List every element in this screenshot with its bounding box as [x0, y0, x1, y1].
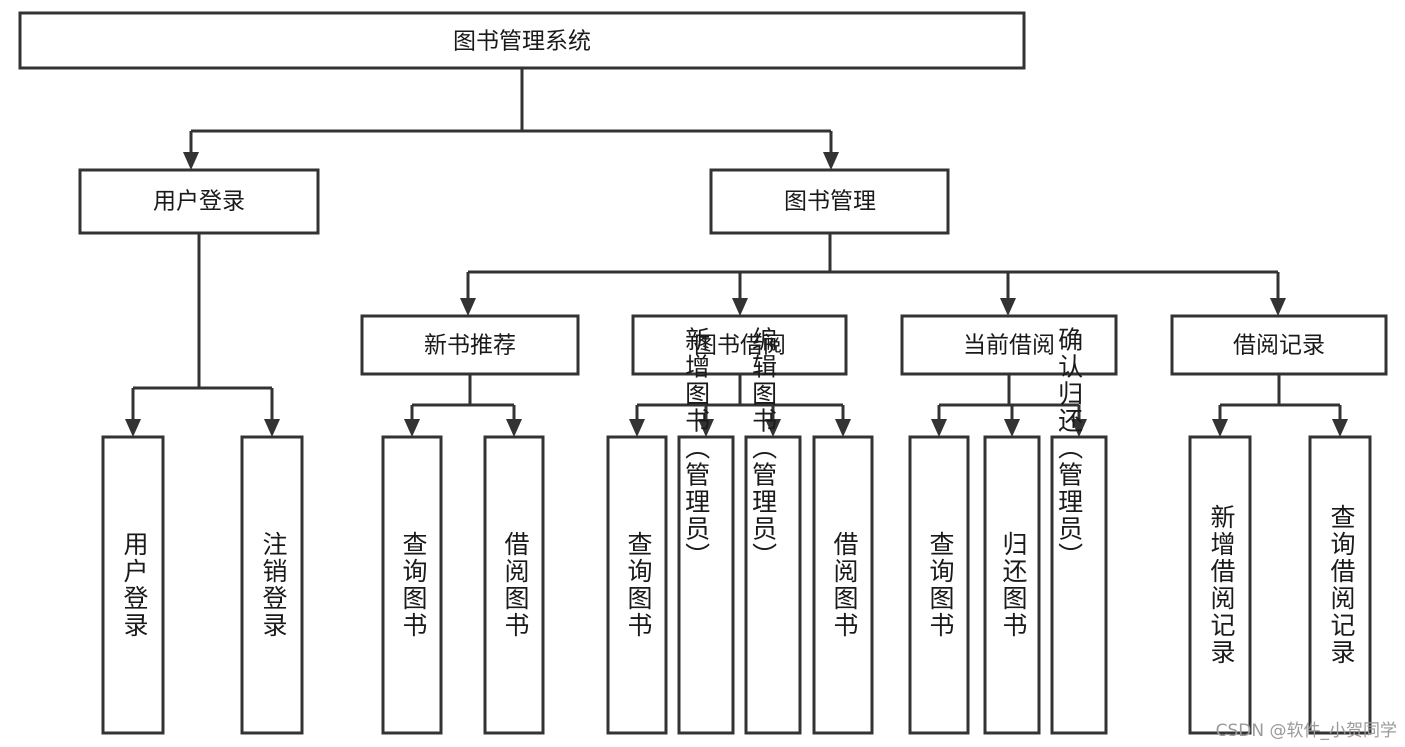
- node-book-borrow-box[interactable]: [631, 314, 848, 376]
- node-leaf-add-book-admin[interactable]: 新增图书（管理员）: [677, 327, 735, 735]
- edge-book-borrow-to-leaves: [635, 374, 845, 419]
- node-leaf-borrow-book[interactable]: 借阅图书: [812, 435, 874, 735]
- node-user-login[interactable]: 用户登录: [78, 168, 320, 235]
- node-user-login-box[interactable]: [78, 168, 320, 235]
- edge-book-manage-to-level3: [466, 233, 1280, 298]
- edge-root-to-level2: [189, 68, 833, 152]
- node-current-borrow-label: 当前借阅: [963, 333, 1055, 359]
- node-leaf-user-login-box[interactable]: [101, 435, 165, 735]
- node-leaf-edit-book-admin[interactable]: 编辑图书（管理员）: [744, 327, 802, 735]
- node-leaf-return-book-box[interactable]: [983, 435, 1041, 735]
- arrowhead-current-borrow: [1000, 298, 1016, 316]
- node-new-book-rec-box[interactable]: [360, 314, 580, 376]
- node-leaf-borrow-book-label: 借阅图书: [830, 531, 859, 639]
- arrowhead-leaf-add-borrow-record: [1212, 419, 1228, 437]
- node-leaf-confirm-return-admin-box[interactable]: [1050, 435, 1108, 735]
- edge-current-borrow-to-leaves: [937, 374, 1081, 419]
- arrowhead-new-book-rec: [460, 298, 476, 316]
- node-leaf-query-borrow-record-label: 查询借阅记录: [1327, 504, 1356, 666]
- node-leaf-borrow-book-rec-box[interactable]: [483, 435, 545, 735]
- node-leaf-query-borrow-record[interactable]: 查询借阅记录: [1308, 435, 1372, 735]
- arrowhead-book-borrow: [732, 298, 748, 316]
- arrowhead-leaf-logout: [264, 419, 280, 437]
- arrowhead-leaf-confirm-return-admin: [1071, 419, 1087, 437]
- node-leaf-confirm-return-admin-label: 确认归还（管理员）: [1055, 327, 1084, 570]
- node-leaf-query-book-rec-label: 查询图书: [399, 531, 428, 639]
- node-new-book-rec-label: 新书推荐: [424, 333, 516, 359]
- arrowhead-book-manage: [823, 152, 839, 170]
- node-leaf-query-book-cur[interactable]: 查询图书: [908, 435, 970, 735]
- arrowhead-leaf-query-book-cur: [931, 419, 947, 437]
- node-current-borrow-box[interactable]: [900, 314, 1118, 376]
- node-borrow-record-box[interactable]: [1170, 314, 1388, 376]
- node-root-label: 图书管理系统: [453, 29, 591, 55]
- node-root-box[interactable]: [18, 11, 1026, 70]
- edge-layer: [125, 68, 1348, 437]
- node-root[interactable]: 图书管理系统: [18, 11, 1026, 70]
- arrowhead-leaf-query-book-borrow: [629, 419, 645, 437]
- edge-borrow-record-to-leaves: [1218, 374, 1342, 419]
- node-leaf-add-borrow-record-box[interactable]: [1188, 435, 1252, 735]
- node-book-manage-label: 图书管理: [784, 189, 876, 215]
- node-book-borrow-label: 图书借阅: [694, 333, 786, 359]
- node-leaf-query-book-borrow[interactable]: 查询图书: [606, 435, 668, 735]
- node-borrow-record[interactable]: 借阅记录: [1170, 314, 1388, 376]
- arrowhead-leaf-return-book: [1004, 419, 1020, 437]
- node-leaf-borrow-book-rec[interactable]: 借阅图书: [483, 435, 545, 735]
- arrowhead-leaf-query-borrow-record: [1332, 419, 1348, 437]
- arrowhead-leaf-add-book-admin: [698, 419, 714, 437]
- node-leaf-borrow-book-rec-label: 借阅图书: [501, 531, 530, 639]
- node-leaf-return-book-label: 归还图书: [999, 531, 1028, 639]
- arrowhead-leaf-edit-book-admin: [765, 419, 781, 437]
- node-book-manage[interactable]: 图书管理: [709, 168, 950, 235]
- node-leaf-borrow-book-box[interactable]: [812, 435, 874, 735]
- node-leaf-query-book-rec[interactable]: 查询图书: [381, 435, 443, 735]
- node-leaf-query-book-borrow-label: 查询图书: [624, 531, 653, 639]
- arrowhead-borrow-record: [1270, 298, 1286, 316]
- arrowhead-user-login: [183, 152, 199, 170]
- node-leaf-edit-book-admin-box[interactable]: [744, 435, 802, 735]
- node-book-borrow[interactable]: 图书借阅: [631, 314, 848, 376]
- node-leaf-logout[interactable]: 注销登录: [240, 435, 304, 735]
- node-leaf-add-borrow-record[interactable]: 新增借阅记录: [1188, 435, 1252, 735]
- node-current-borrow[interactable]: 当前借阅: [900, 314, 1118, 376]
- node-user-login-label: 用户登录: [153, 189, 245, 215]
- node-leaf-query-book-cur-box[interactable]: [908, 435, 970, 735]
- node-leaf-add-book-admin-label: 新增图书（管理员）: [682, 327, 711, 570]
- node-leaf-query-book-cur-label: 查询图书: [926, 531, 955, 639]
- node-leaf-query-book-rec-box[interactable]: [381, 435, 443, 735]
- node-leaf-user-login[interactable]: 用户登录: [101, 435, 165, 735]
- node-leaf-edit-book-admin-label: 编辑图书（管理员）: [749, 327, 778, 570]
- node-new-book-rec[interactable]: 新书推荐: [360, 314, 580, 376]
- node-leaf-confirm-return-admin[interactable]: 确认归还（管理员）: [1050, 327, 1108, 735]
- arrowhead-leaf-borrow-book: [835, 419, 851, 437]
- node-leaf-return-book[interactable]: 归还图书: [983, 435, 1041, 735]
- node-leaf-logout-label: 注销登录: [259, 531, 288, 639]
- node-borrow-record-label: 借阅记录: [1233, 333, 1325, 359]
- node-leaf-query-book-borrow-box[interactable]: [606, 435, 668, 735]
- node-leaf-add-book-admin-box[interactable]: [677, 435, 735, 735]
- node-leaf-user-login-label: 用户登录: [120, 531, 149, 639]
- node-leaf-query-borrow-record-box[interactable]: [1308, 435, 1372, 735]
- node-book-manage-box[interactable]: [709, 168, 950, 235]
- arrowhead-leaf-user-login: [125, 419, 141, 437]
- edge-user-login-to-leaves: [131, 233, 274, 419]
- arrowhead-leaf-query-book-rec: [404, 419, 420, 437]
- arrowhead-leaf-borrow-book-rec: [506, 419, 522, 437]
- edge-new-book-rec-to-leaves: [410, 374, 516, 419]
- node-leaf-logout-box[interactable]: [240, 435, 304, 735]
- node-leaf-add-borrow-record-label: 新增借阅记录: [1207, 504, 1236, 666]
